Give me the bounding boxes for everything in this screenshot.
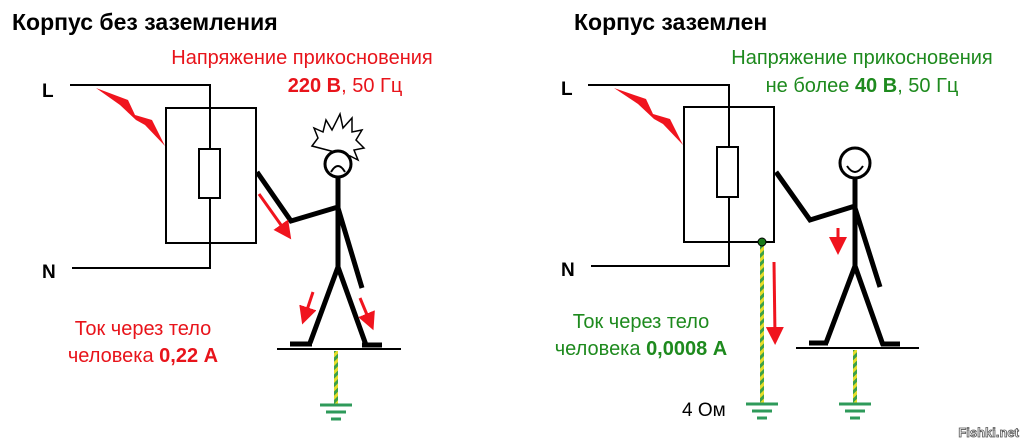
- right-ground-conductor: [760, 245, 764, 403]
- right-ground-icon-enclosure: [746, 402, 778, 420]
- left-panel: Корпус без заземления Напряжение прикосн…: [12, 9, 433, 421]
- right-label-N: N: [561, 260, 575, 281]
- left-current-prefix: человека: [68, 345, 159, 367]
- right-voltage-label: Напряжение прикосновения: [731, 47, 992, 69]
- right-current-value: человека 0,0008 А: [555, 338, 727, 360]
- right-label-L: L: [561, 79, 573, 100]
- left-person-icon: [254, 111, 382, 348]
- left-label-L: L: [42, 81, 54, 102]
- left-current-arrow-arm: [257, 193, 292, 240]
- ground-resistance-label: 4 Ом: [682, 400, 726, 421]
- right-voltage-value: не более 40 В, 50 Гц: [766, 75, 959, 97]
- right-current-prefix: человека: [555, 338, 646, 360]
- right-panel: Корпус заземлен Напряжение прикосновения…: [555, 9, 993, 421]
- left-enclosure: [165, 107, 257, 244]
- right-title: Корпус заземлен: [574, 9, 767, 35]
- left-voltage-rest: , 50 Гц: [341, 75, 402, 97]
- right-voltage-prefix: не более: [766, 75, 855, 97]
- right-floor-ground-wire: [853, 350, 857, 404]
- right-ground-icon-floor: [839, 402, 871, 420]
- left-voltage-label: Напряжение прикосновения: [171, 47, 432, 69]
- right-voltage-bold: 40 В: [855, 75, 897, 97]
- watermark: Fishki.net: [958, 425, 1019, 440]
- left-lightning-icon: [96, 88, 165, 146]
- left-current-arrow-leg1: [299, 291, 317, 325]
- left-ground-icon: [320, 403, 352, 421]
- left-label-N: N: [42, 262, 56, 283]
- right-lightning-icon: [614, 88, 683, 145]
- left-title: Корпус без заземления: [12, 9, 278, 35]
- right-current-bold: 0,0008 А: [646, 338, 727, 360]
- left-ground-wire: [334, 351, 338, 404]
- right-resistor: [716, 146, 739, 198]
- right-ground-current-arrow: [765, 261, 784, 345]
- right-voltage-rest: , 50 Гц: [897, 75, 958, 97]
- left-current-bold: 0,22 А: [159, 345, 218, 367]
- right-enclosure: [683, 106, 775, 243]
- left-voltage-value: 220 В, 50 Гц: [288, 75, 403, 97]
- right-ground-connection-dot: [757, 237, 767, 247]
- left-phase-neutral-wire: [70, 84, 211, 269]
- left-current-label: Ток через тело: [75, 318, 212, 340]
- left-voltage-bold: 220 В: [288, 75, 341, 97]
- left-current-value: человека 0,22 А: [68, 345, 218, 367]
- left-current-arrow-leg2: [358, 297, 375, 331]
- left-resistor: [198, 148, 221, 199]
- right-current-label: Ток через тело: [573, 311, 710, 333]
- right-phase-neutral-wire: [588, 84, 730, 267]
- right-person-icon: [773, 146, 900, 347]
